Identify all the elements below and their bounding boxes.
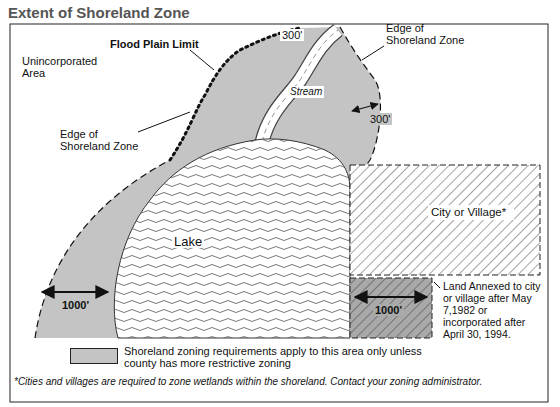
lake-shore [114, 139, 350, 338]
shoreland-zone [35, 27, 380, 338]
water-label: Lake [172, 236, 204, 248]
annexed-region [350, 278, 432, 338]
city-region [350, 165, 540, 275]
legend-swatch [70, 348, 118, 364]
line-label: Edge of Shoreland Zone [60, 128, 140, 152]
stream-waves [262, 30, 338, 142]
dimension-label: 1000' [373, 304, 404, 316]
leader-line [138, 112, 190, 132]
leader-line [190, 50, 214, 70]
dimension-label: 300' [368, 113, 392, 125]
line-label: Edge of Shoreland Zone [386, 22, 471, 46]
title: Extent of Shoreland Zone [8, 4, 190, 21]
frame [10, 24, 548, 402]
dimension-label: 300' [280, 29, 304, 41]
footnote: *Cities and villages are required to zon… [14, 376, 544, 387]
city-region: City or Village* [350, 165, 540, 275]
region-label: City or Village* [428, 205, 514, 220]
dimension-arrow [42, 291, 108, 293]
note-label: Land Annexed to city or village after Ma… [443, 280, 545, 340]
region-label: Unincorporated Area [22, 55, 117, 79]
stream [262, 30, 338, 142]
city-ground [350, 165, 540, 275]
leader-line [362, 46, 384, 60]
legend-text: Shoreland zoning requirements apply to t… [124, 345, 454, 369]
leader-line [434, 282, 440, 288]
water-label: Stream [288, 86, 324, 98]
stream-bank [262, 30, 338, 142]
dimension-arrow [355, 296, 427, 298]
annexed-ground [350, 278, 432, 338]
lake-water [114, 139, 350, 338]
dimension-arrow [352, 104, 378, 111]
dimension-label: 1000' [60, 299, 91, 311]
line-label: Flood Plain Limit [110, 38, 200, 50]
